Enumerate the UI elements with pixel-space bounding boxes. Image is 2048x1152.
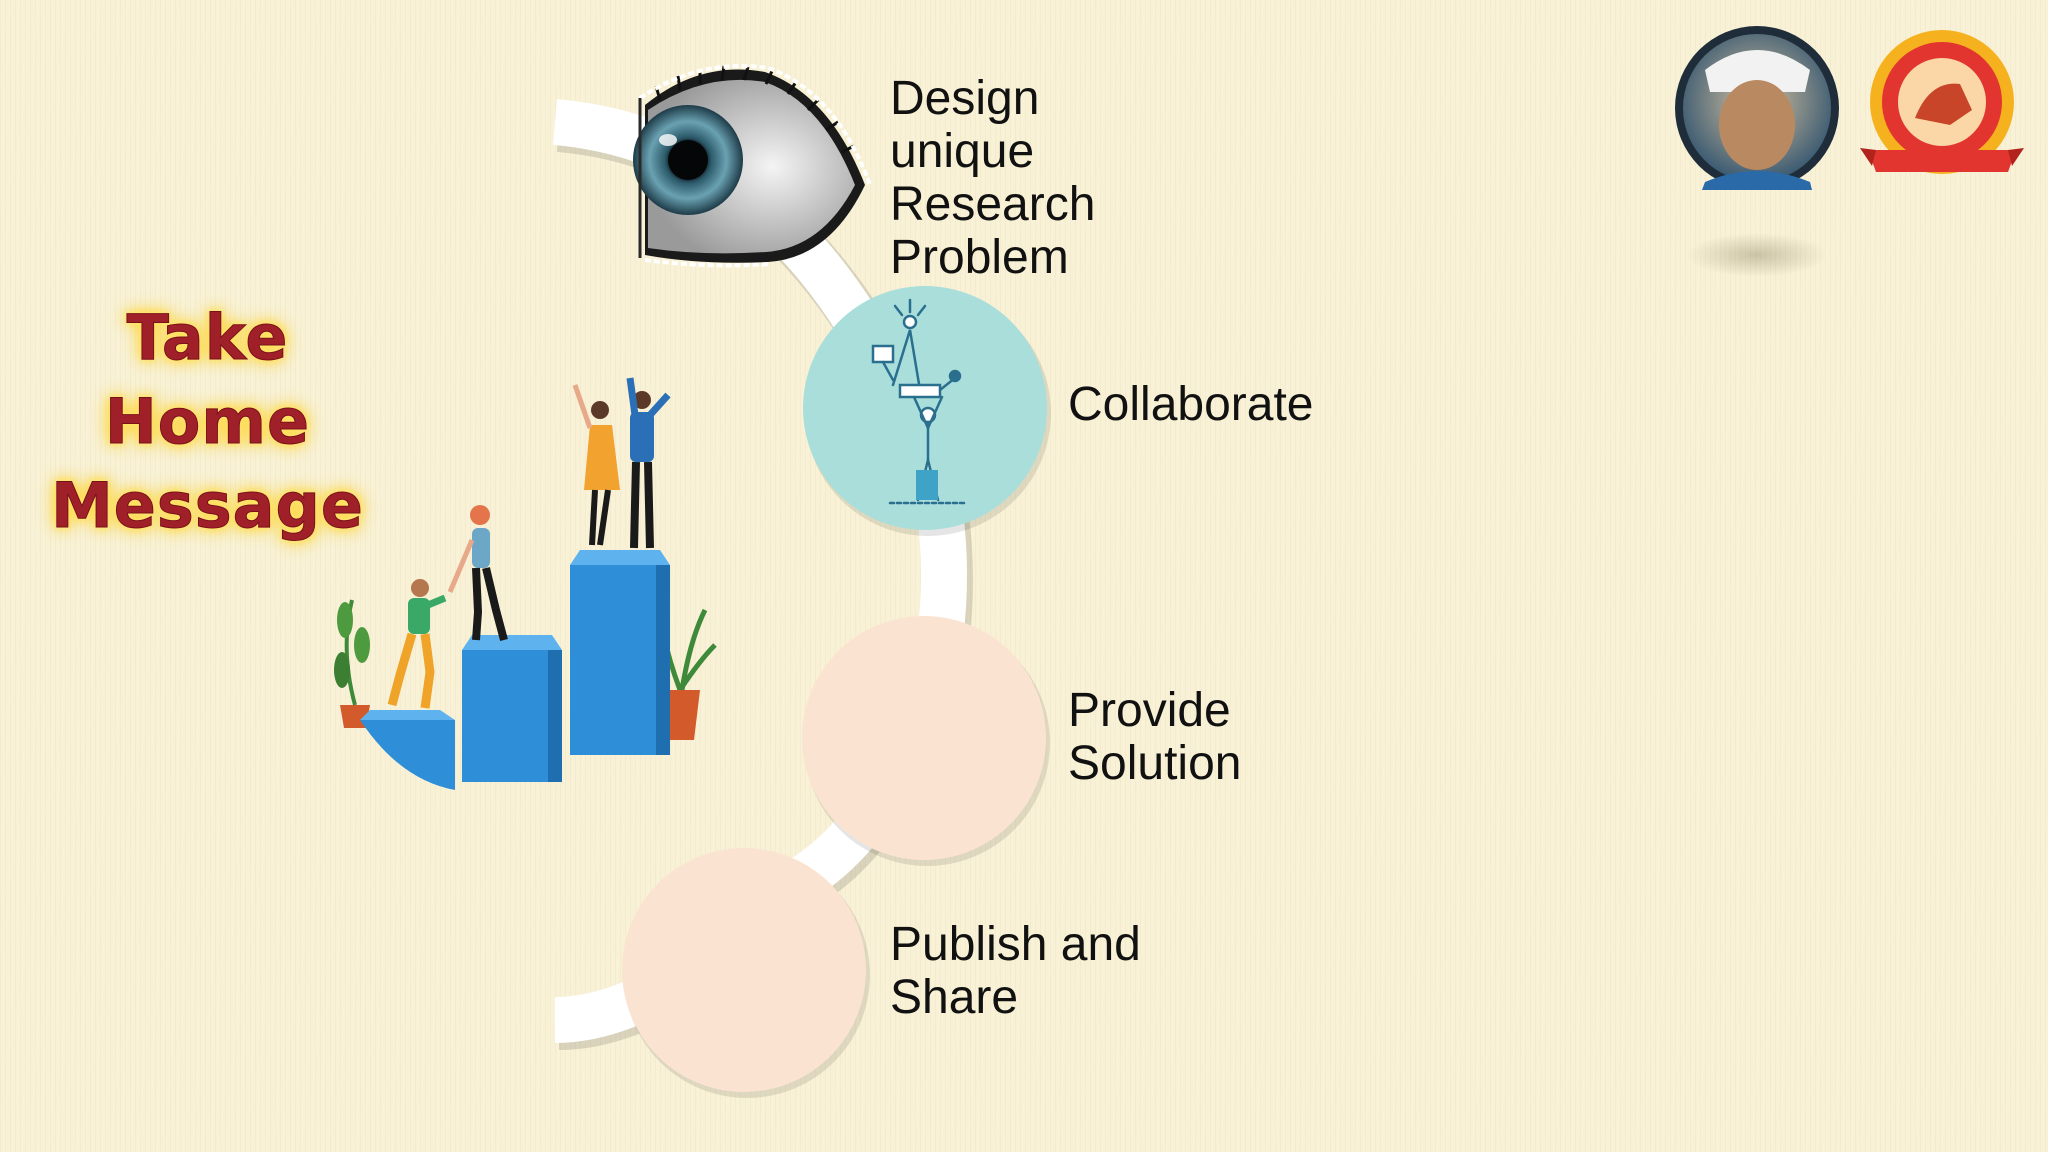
eye-icon [633,64,872,268]
teamwork-lift-icon [871,298,967,505]
step-4-circle [622,848,870,1098]
founder-portrait [1675,26,1839,277]
step-4-label: Publish and Share [890,918,1141,1024]
plant-left-icon [334,599,370,728]
step-2-label: Collaborate [1068,378,1314,431]
title-line-1: Take Home [104,301,311,459]
climbing-teamwork-illustration [334,377,717,790]
step-1-label: Design unique Research Problem [890,72,1096,284]
step-3-circle [802,616,1050,866]
institution-emblem [1860,30,2024,174]
step-3-label: Provide Solution [1068,684,1242,790]
slide-title: Take Home Message [20,296,395,548]
title-line-2: Message [51,469,364,543]
